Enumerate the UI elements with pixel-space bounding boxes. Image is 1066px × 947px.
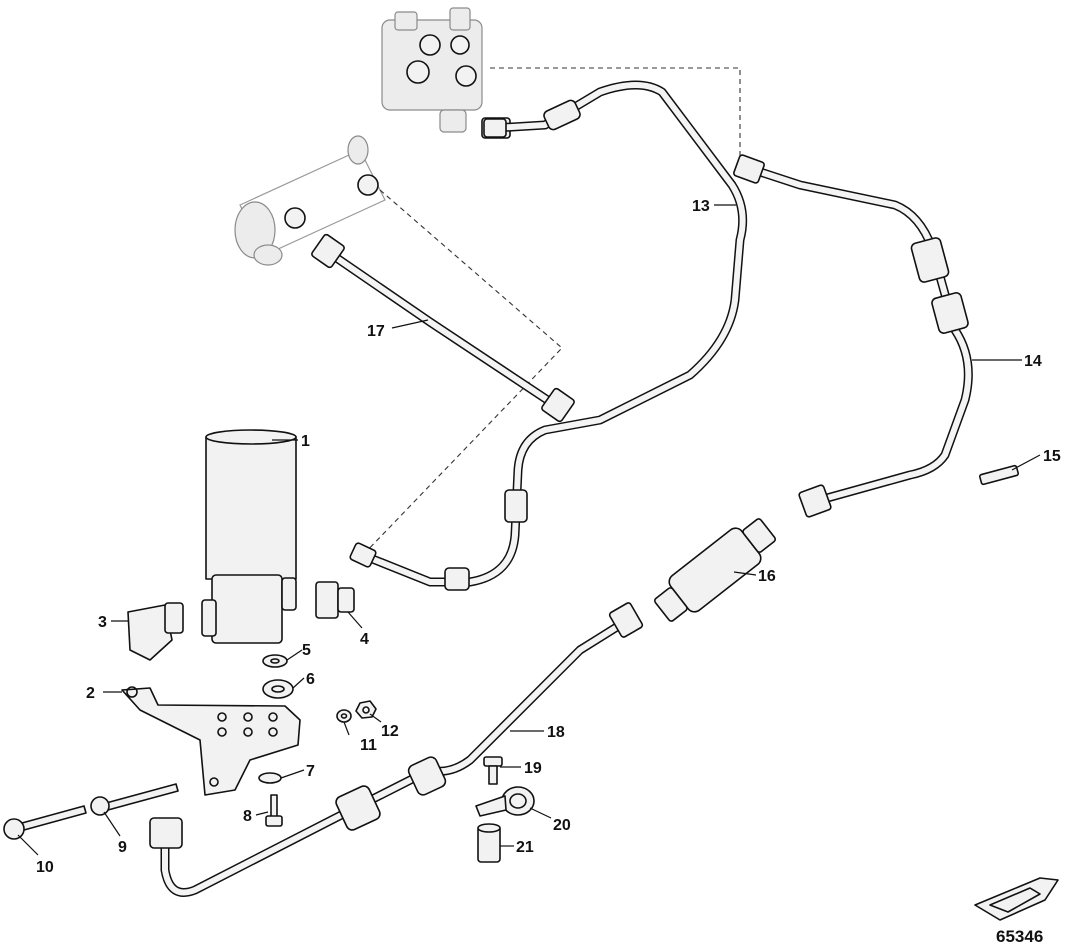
fuel-line-18	[149, 602, 644, 897]
callout-7: 7	[306, 763, 315, 780]
callout-17: 17	[367, 323, 385, 340]
callout-11: 11	[360, 737, 377, 754]
callout-2: 2	[86, 685, 95, 702]
canister-1	[201, 429, 297, 644]
callout-14: 14	[1024, 353, 1042, 370]
dashed-reference-lines	[361, 67, 741, 557]
diagram-reference-number: 65346	[996, 927, 1043, 946]
boat-icon	[974, 877, 1059, 921]
callout-21: 21	[516, 839, 534, 856]
fuel-line-14	[733, 154, 973, 518]
fuel-line-13	[349, 80, 748, 591]
tee-fitting-ghost	[234, 135, 386, 266]
grommet-6	[262, 679, 294, 699]
callout-8: 8	[243, 808, 252, 825]
bolt-10	[3, 805, 87, 840]
screw-8	[265, 794, 283, 827]
callout-10: 10	[36, 859, 54, 876]
washer-7	[258, 772, 282, 784]
straight-fitting-4	[315, 581, 355, 619]
elbow-fitting-3	[127, 602, 184, 661]
bracket-2	[121, 686, 301, 796]
leader-lines	[17, 204, 1041, 856]
clip-15	[979, 464, 1019, 486]
callout-12: 12	[381, 723, 399, 740]
fuel-line-17	[311, 233, 575, 423]
callout-3: 3	[98, 614, 107, 631]
clamp-20	[475, 786, 535, 817]
callout-4: 4	[360, 631, 369, 648]
callout-15: 15	[1043, 448, 1061, 465]
callout-9: 9	[118, 839, 127, 856]
bolt-9	[90, 783, 179, 816]
callout-6: 6	[306, 671, 315, 688]
callout-13: 13	[692, 198, 710, 215]
callout-16: 16	[758, 568, 776, 585]
callout-1: 1	[301, 433, 310, 450]
screw-19	[483, 756, 503, 785]
fuel-filter-16	[653, 518, 777, 622]
callout-labels: 1 2 3 4 5 6 7 8 9 10 11 12 13 14 15 16 1…	[36, 198, 1061, 876]
callout-18: 18	[547, 724, 565, 741]
callout-19: 19	[524, 760, 542, 777]
nut-12	[355, 700, 377, 719]
callout-20: 20	[553, 817, 571, 834]
washer-5	[262, 654, 288, 668]
washer-11	[336, 709, 352, 723]
spacer-21	[477, 823, 501, 863]
callout-5: 5	[302, 642, 311, 659]
